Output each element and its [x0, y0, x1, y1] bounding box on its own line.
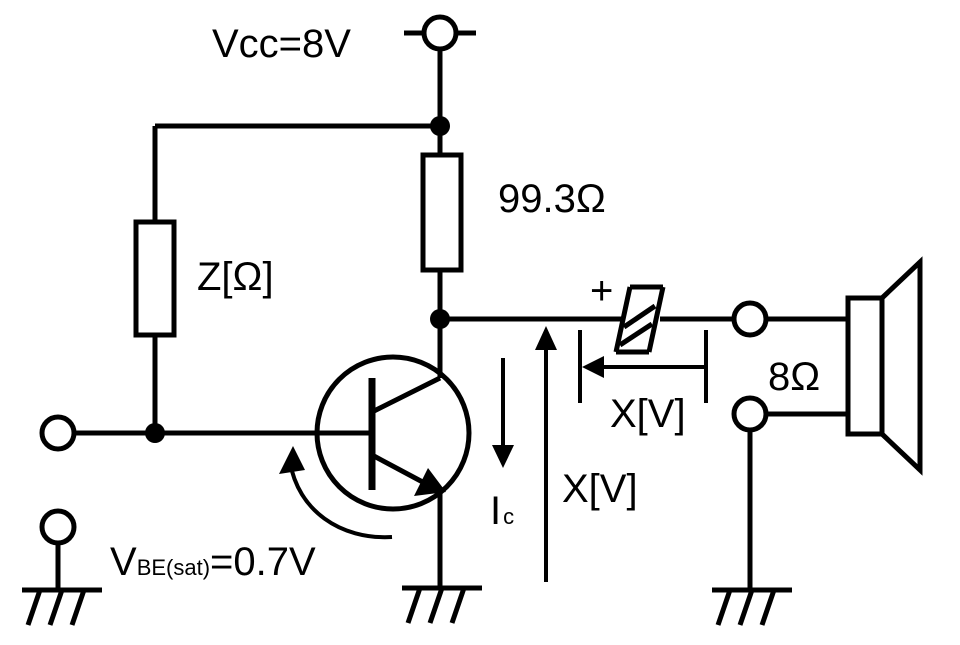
vcc-rail	[152, 49, 443, 222]
emitter-arrowhead	[414, 468, 446, 496]
output-terminals	[731, 300, 769, 433]
vbe-curved-arrow	[288, 461, 393, 540]
speaker-icon	[845, 256, 923, 476]
junction-dot-base	[145, 423, 165, 443]
coupling-capacitor	[613, 284, 666, 355]
z-resistor-label: Z[Ω]	[197, 255, 274, 299]
vcc-terminal	[404, 14, 476, 52]
junction-dot-top	[430, 116, 450, 136]
ground-icon-output	[712, 587, 792, 626]
speaker-wiring	[747, 316, 848, 590]
npn-transistor	[314, 354, 472, 588]
collector-resistor	[420, 152, 464, 273]
collector-resistor-label: 99.3Ω	[498, 177, 606, 221]
capacitor-plus-label: +	[590, 269, 613, 313]
ic-arrowhead	[492, 445, 514, 468]
junction-dot-collector	[430, 309, 450, 329]
vcc-label: Vcc=8V	[212, 22, 351, 66]
input-terminals	[39, 414, 77, 546]
ce-voltage-label: X[V]	[562, 467, 638, 511]
ic-label: Ic	[490, 489, 514, 533]
vbe-arrowhead	[279, 446, 305, 474]
cap-voltage-label: X[V]	[610, 392, 686, 436]
speaker-impedance-label: 8Ω	[768, 355, 820, 399]
vbe-label: VBE(sat)=0.7V	[110, 540, 316, 584]
ground-icon-emitter	[402, 585, 482, 624]
z-resistor	[133, 219, 177, 338]
ce-voltage-arrowhead	[535, 326, 557, 350]
cap-voltage-arrow	[578, 330, 708, 403]
ground-icon-left	[22, 587, 102, 626]
cap-voltage-arrowhead	[582, 356, 604, 378]
